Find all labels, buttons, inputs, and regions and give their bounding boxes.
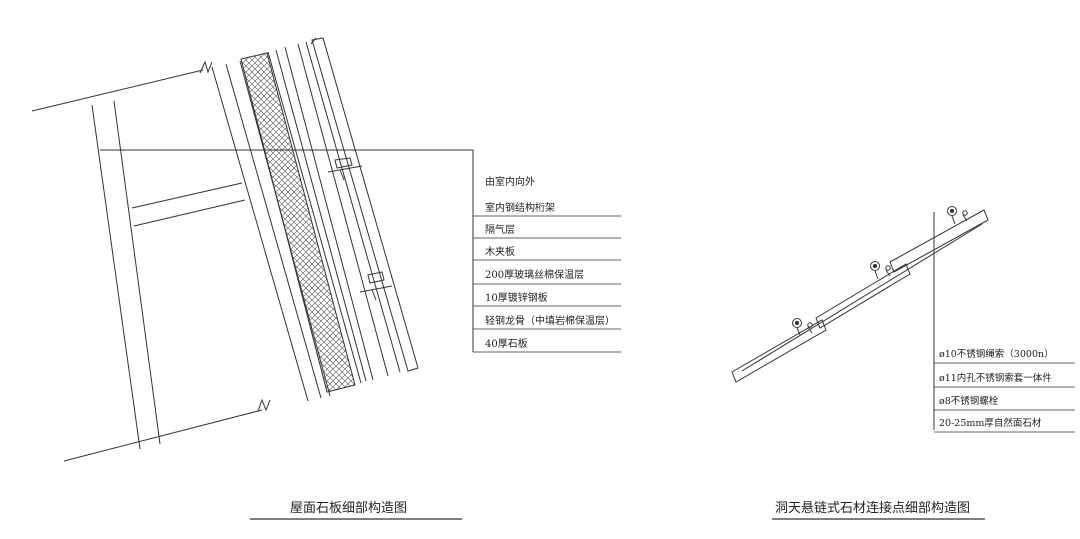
- insulation-layer: [240, 52, 356, 393]
- fixing-clip-upper: [327, 157, 363, 181]
- left-label-list: 由室内向外 室内钢结构桁架 隔气层 木夹板 200厚玻璃丝棉保温层 10厚镀锌钢…: [473, 175, 621, 353]
- left-label-6: 轻钢龙骨（中填岩棉保温层）: [473, 314, 621, 330]
- catenary-connection-drawing: [731, 206, 989, 430]
- right-label-2: ø8不锈钢螺栓: [934, 395, 1075, 411]
- label-text: 200厚玻璃丝棉保温层: [485, 268, 584, 281]
- stone-panel-3: [889, 209, 989, 273]
- label-text: 由室内向外: [485, 175, 535, 188]
- left-label-0: 由室内向外: [485, 175, 535, 188]
- cable-connector-2: [870, 261, 891, 280]
- left-label-3: 木夹板: [473, 245, 621, 261]
- roof-section-drawing: [31, 37, 474, 462]
- label-text: 20-25mm厚自然面石材: [939, 417, 1042, 429]
- label-text: 木夹板: [485, 245, 515, 258]
- left-label-7: 40厚石板: [473, 337, 621, 353]
- label-text: 10厚镀锌钢板: [485, 291, 548, 304]
- left-label-2: 隔气层: [473, 223, 621, 239]
- cable-connector-3: [947, 206, 968, 225]
- right-detail-title: 洞天悬链式石材连接点细部构造图: [775, 500, 970, 516]
- left-detail-title: 屋面石板细部构造图: [290, 501, 407, 516]
- cable-connector-1: [792, 318, 813, 336]
- label-text: 40厚石板: [485, 337, 528, 350]
- steel-cable: [741, 223, 983, 372]
- left-label-1: 室内钢结构桁架: [473, 201, 621, 217]
- label-text: 隔气层: [485, 223, 515, 236]
- left-label-4: 200厚玻璃丝棉保温层: [473, 268, 621, 285]
- label-text: 轻钢龙骨（中填岩棉保温层）: [485, 314, 615, 327]
- left-label-5: 10厚镀锌钢板: [473, 291, 621, 307]
- right-label-0: ø10不锈钢绳索（3000n）: [934, 348, 1075, 364]
- steel-truss: [31, 60, 271, 462]
- leader-line: [100, 149, 474, 352]
- label-text: ø10不锈钢绳索（3000n）: [939, 348, 1054, 360]
- right-label-1: ø11内孔不锈钢索套一体件: [934, 372, 1075, 388]
- fixing-clip-lower: [359, 271, 393, 301]
- stone-panel-1: [731, 319, 827, 383]
- label-text: ø8不锈钢螺栓: [939, 395, 999, 407]
- layer-build-up: [211, 37, 419, 402]
- stone-panel-2: [815, 263, 911, 329]
- label-text: 室内钢结构桁架: [485, 201, 555, 214]
- right-label-list: ø10不锈钢绳索（3000n） ø11内孔不锈钢索套一体件 ø8不锈钢螺栓 20…: [934, 348, 1075, 433]
- right-label-3: 20-25mm厚自然面石材: [934, 417, 1075, 433]
- label-text: ø11内孔不锈钢索套一体件: [939, 372, 1052, 384]
